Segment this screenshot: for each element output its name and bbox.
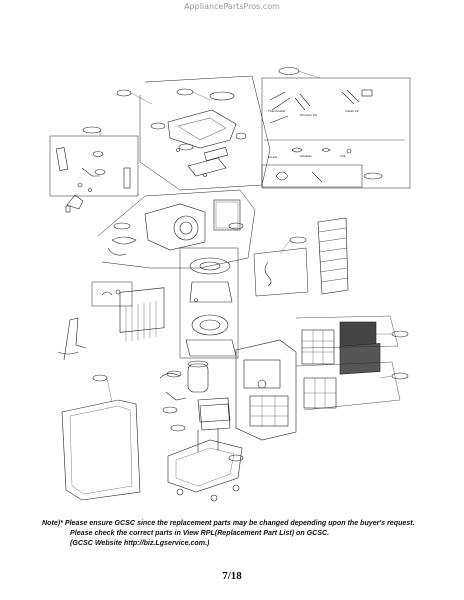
rear-case <box>235 339 297 441</box>
blower-motor-outline <box>97 189 256 269</box>
base-pan-group <box>167 403 244 502</box>
top-cover-group <box>116 75 271 191</box>
svg-text:Window Kit: Window Kit <box>300 113 318 117</box>
watermark: AppliancePartsPros.com <box>184 2 280 11</box>
filter-group <box>295 315 409 411</box>
front-case-group <box>61 374 141 501</box>
control-parts-box <box>49 135 139 197</box>
top-cover-outline <box>139 75 271 191</box>
pipe-group <box>57 317 87 361</box>
rear-case-group <box>235 339 297 441</box>
exhaust-hose <box>317 217 349 295</box>
copper-pipe <box>63 317 87 361</box>
control-parts-group <box>49 126 139 213</box>
base-pan <box>167 439 243 493</box>
accessory-kit-group: Thermostat Window Kit Install kit Screw … <box>261 67 411 189</box>
evaporator-group <box>91 281 165 342</box>
top-grille-part <box>167 109 237 149</box>
note-text: Note)* Please ensure GCSC since the repl… <box>42 518 452 548</box>
note-line-1: Note)* Please ensure GCSC since the repl… <box>42 519 415 527</box>
front-case <box>61 399 141 501</box>
compressor <box>187 363 209 393</box>
leader-lines <box>99 70 393 403</box>
accessory-kit-box <box>261 77 411 189</box>
note-line-3: (GCSC Website http://biz.Lgservice.com.) <box>70 539 210 547</box>
page-number: 7/18 <box>222 570 242 582</box>
fan-scroll-group <box>179 247 239 359</box>
pre-filter <box>301 329 335 365</box>
svg-text:Thermostat: Thermostat <box>267 109 286 113</box>
fan-scroll-box <box>179 247 239 359</box>
svg-text:Screw: Screw <box>268 155 278 159</box>
exhaust-hose-group <box>253 217 349 297</box>
svg-text:Clip: Clip <box>340 154 346 158</box>
svg-text:Install kit: Install kit <box>345 109 360 113</box>
blower-motor-group <box>97 189 256 269</box>
evaporator-coil <box>119 287 165 333</box>
svg-text:Adapter: Adapter <box>300 154 313 158</box>
compressor-group <box>159 360 231 423</box>
note-line-2: Please check the correct parts in View R… <box>70 529 330 537</box>
